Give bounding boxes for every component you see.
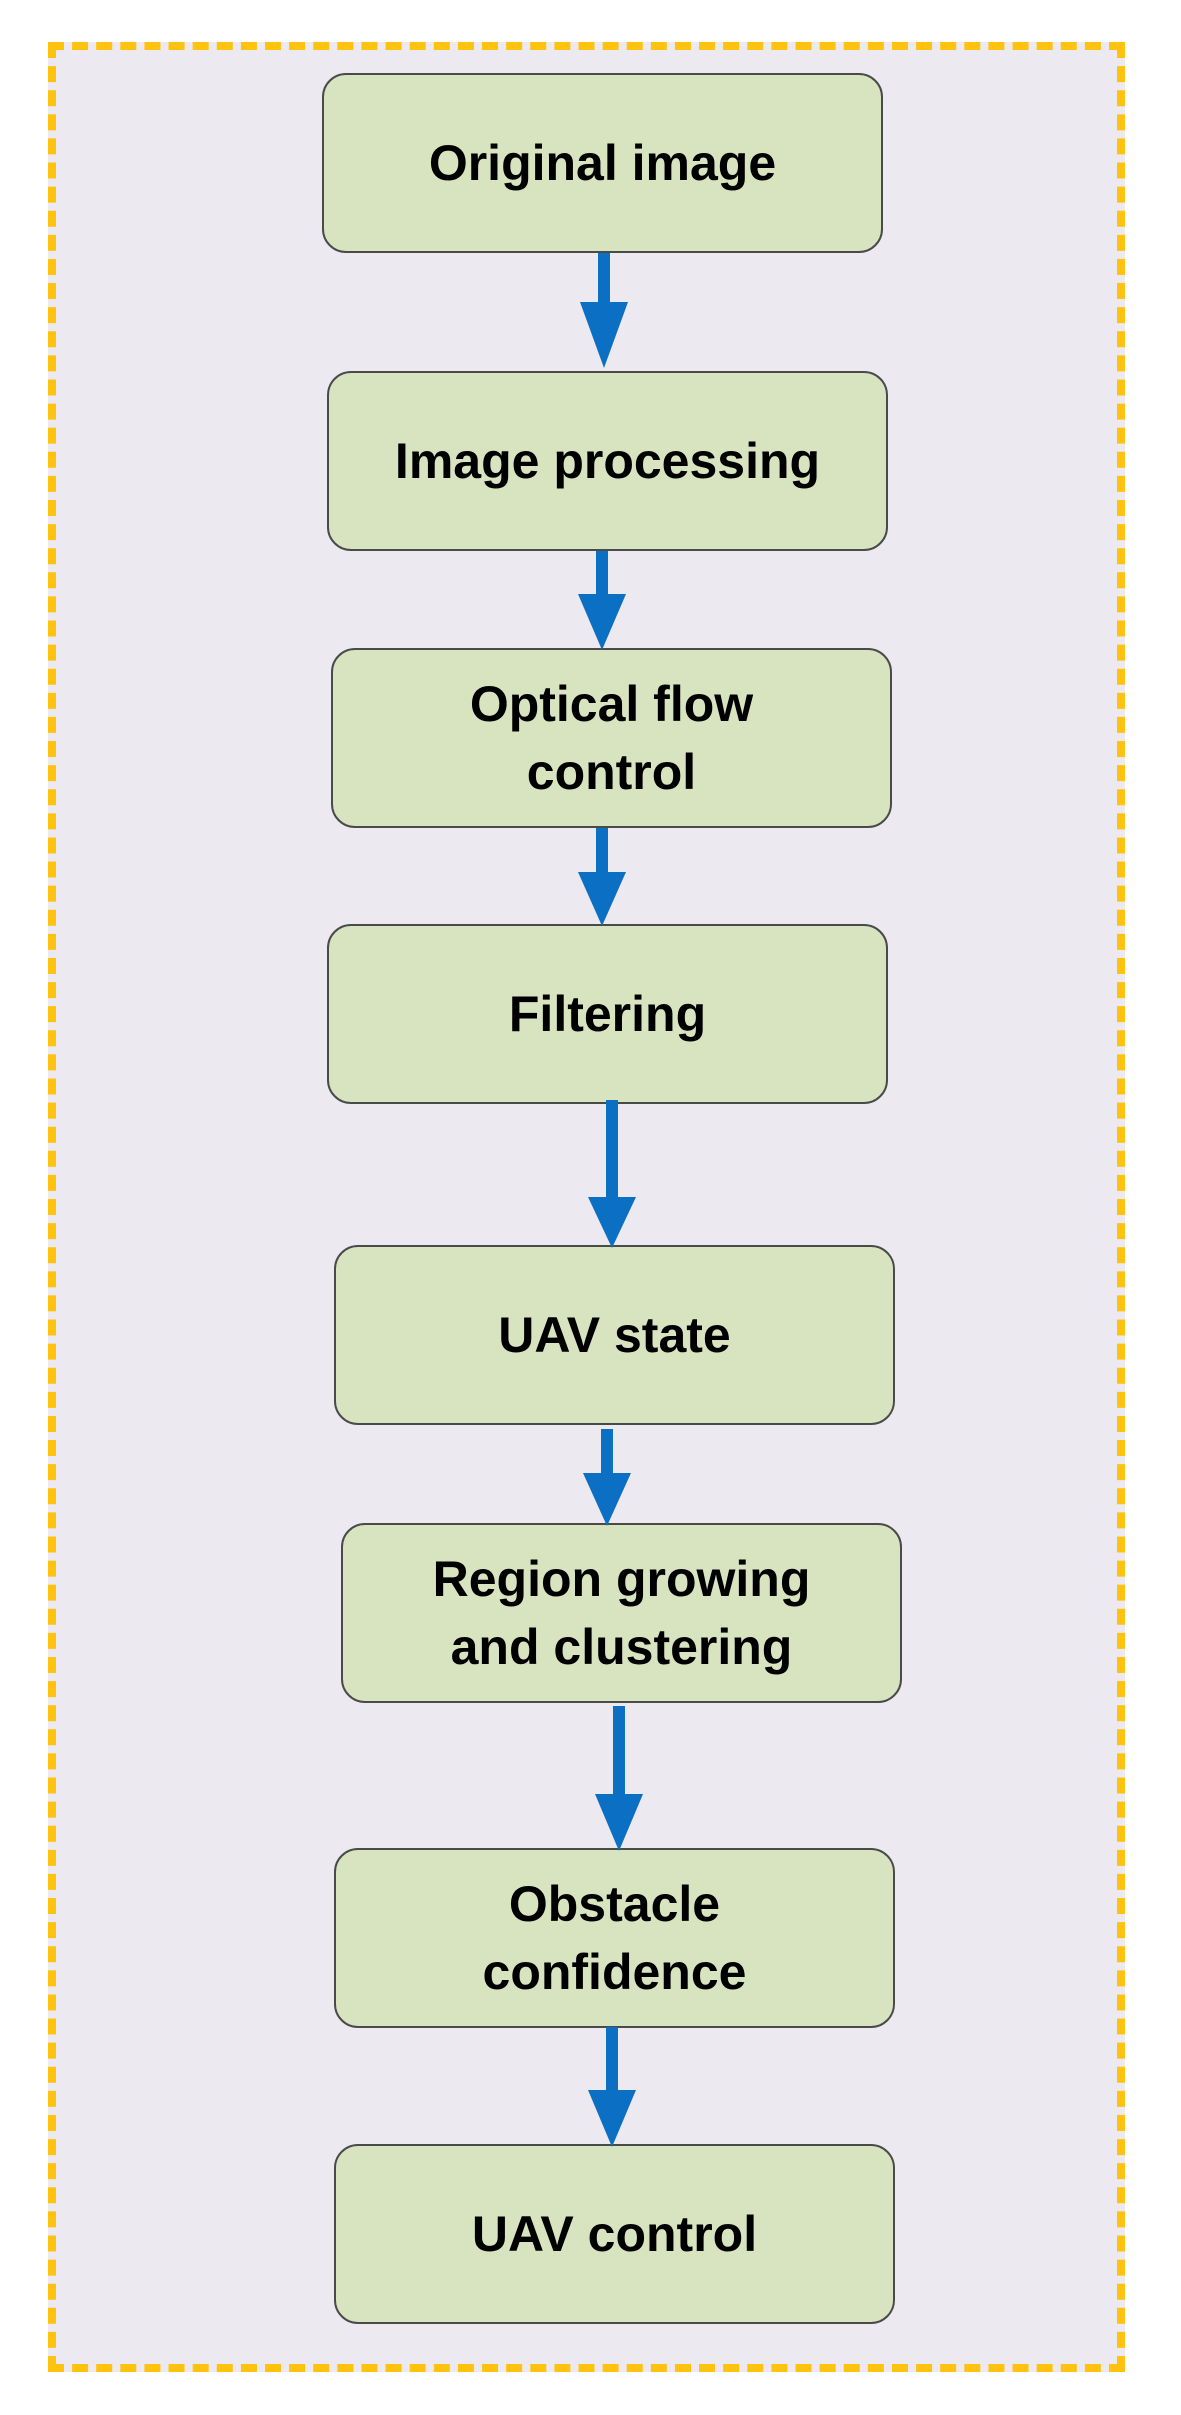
node-filtering: Filtering [327, 924, 888, 1104]
node-uav-control: UAV control [334, 2144, 895, 2324]
node-uav-state: UAV state [334, 1245, 895, 1425]
node-obstacle-confidence: Obstacle confidence [334, 1848, 895, 2028]
node-optical-flow-control: Optical flow control [331, 648, 892, 828]
node-original-image: Original image [322, 73, 883, 253]
node-image-processing: Image processing [327, 371, 888, 551]
node-region-growing: Region growing and clustering [341, 1523, 902, 1703]
